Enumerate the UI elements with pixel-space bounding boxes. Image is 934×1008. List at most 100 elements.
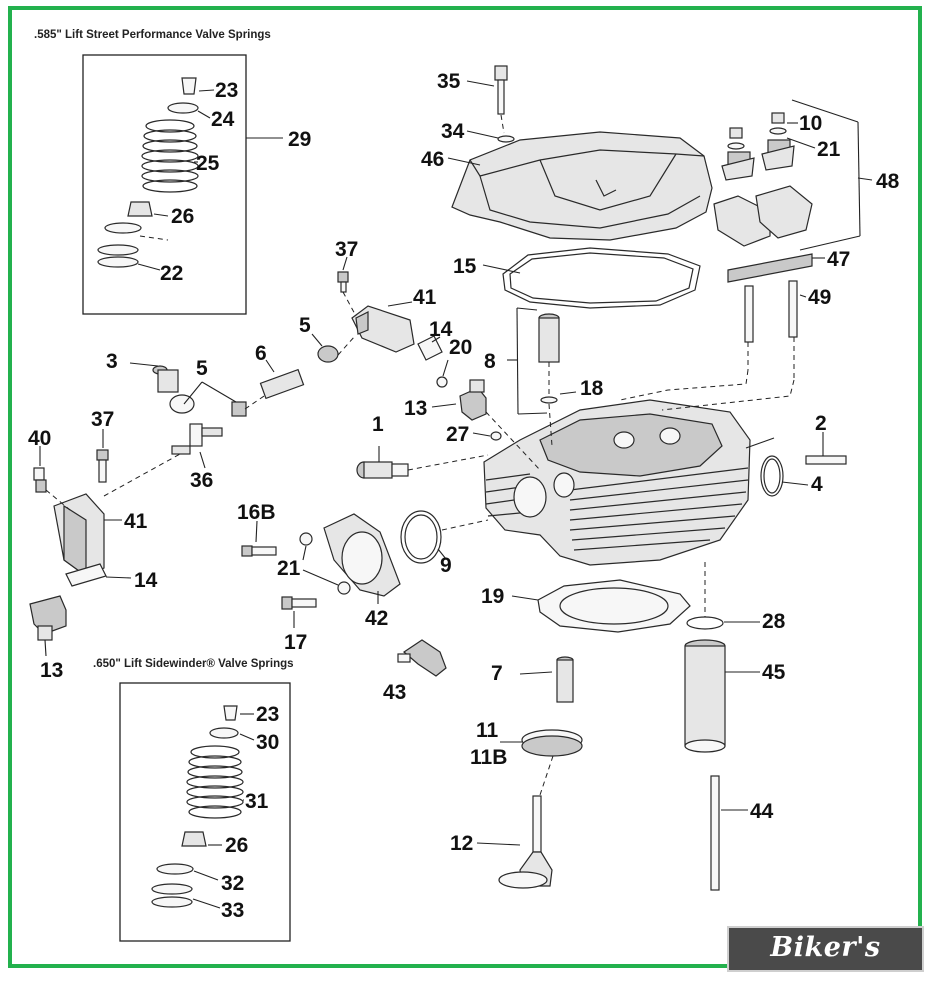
callout-20: 20 (449, 336, 472, 359)
callout-23-sw: 23 (256, 703, 279, 726)
rocker-stud-left (744, 285, 754, 343)
gasket-14-left (65, 563, 107, 587)
pushrod-tube (538, 313, 560, 404)
sensor-upper (459, 379, 487, 421)
manifold-41-left (53, 493, 105, 578)
callout-36: 36 (190, 469, 213, 492)
callout-46: 46 (421, 148, 444, 171)
screw-37-left (96, 449, 109, 483)
stud-1 (356, 461, 409, 479)
callout-2: 2 (815, 412, 827, 435)
street-kit-box (82, 54, 247, 315)
fitting-43 (397, 639, 447, 677)
cover-washer (497, 135, 515, 143)
pushrod-cover-45 (684, 639, 726, 753)
bolt-17 (281, 596, 317, 610)
callout-1: 1 (372, 413, 384, 436)
hose-6 (259, 368, 305, 400)
callout-45: 45 (762, 661, 786, 684)
callout-30: 30 (256, 731, 279, 754)
washer-21a (299, 532, 313, 546)
callout-37-left: 37 (91, 408, 114, 431)
o-ring-28 (686, 616, 724, 630)
callout-40: 40 (28, 427, 51, 450)
callout-23: 23 (215, 79, 238, 102)
screw-37-upper (337, 271, 349, 293)
street-kit-title: .585" Lift Street Performance Valve Spri… (34, 29, 271, 41)
washer-21b (337, 581, 351, 595)
callout-43: 43 (383, 681, 406, 704)
valve-spring (141, 119, 199, 193)
callout-8: 8 (484, 350, 496, 373)
callout-26: 26 (171, 205, 194, 228)
sidewinder-kit-parts (151, 705, 255, 909)
sidewinder-kit-title: .650" Lift Sidewinder® Valve Springs (93, 658, 294, 670)
intake-flange-42 (323, 513, 401, 597)
valve-seat-11 (521, 729, 583, 757)
callout-10: 10 (799, 112, 822, 135)
callout-11: 11 (476, 719, 499, 742)
store-watermark: Biker's Store (727, 926, 924, 1003)
manifold-41-upper (351, 305, 415, 353)
callout-31: 31 (245, 790, 269, 813)
sidewinder-kit-box (119, 682, 291, 942)
street-kit-parts (97, 77, 215, 271)
spring-retainer (167, 102, 199, 114)
callout-12: 12 (450, 832, 473, 855)
exploded-parts-diagram: .585" Lift Street Performance Valve Spri… (28, 29, 900, 942)
callout-24: 24 (211, 108, 235, 131)
rocker-shaft-support (727, 253, 813, 283)
cover-gasket (502, 247, 701, 309)
callout-27: 27 (446, 423, 469, 446)
bolt-16b (241, 545, 277, 557)
callout-15: 15 (453, 255, 477, 278)
callout-14-upper: 14 (429, 318, 453, 341)
injector-13-left (29, 595, 67, 641)
gasket-14-upper (417, 335, 443, 361)
callout-48: 48 (876, 170, 900, 193)
callout-6: 6 (255, 342, 267, 365)
callout-7: 7 (491, 662, 503, 685)
callout-29: 29 (288, 128, 311, 151)
valve-guide-7 (556, 656, 574, 703)
callout-47: 47 (827, 248, 850, 271)
fitting-36 (171, 401, 247, 455)
callout-49: 49 (808, 286, 831, 309)
spring-seat (104, 222, 142, 234)
callout-18: 18 (580, 377, 604, 400)
callout-33: 33 (221, 899, 244, 922)
callout-5-left: 5 (196, 357, 208, 380)
callout-14-left: 14 (134, 569, 158, 592)
callout-21-intake: 21 (277, 557, 301, 580)
callout-37-upper: 37 (335, 238, 358, 261)
callout-26-sw: 26 (225, 834, 248, 857)
callout-41-upper: 41 (413, 286, 437, 309)
callout-28: 28 (762, 610, 786, 633)
stud-2 (805, 455, 847, 465)
callout-22: 22 (160, 262, 183, 285)
sensor-40 (33, 467, 47, 493)
callout-35: 35 (437, 70, 461, 93)
valve-12 (498, 795, 553, 889)
vent-3 (152, 365, 195, 414)
rocker-arm-assembly (713, 112, 813, 343)
rocker-stud-right (788, 280, 798, 338)
callout-21: 21 (817, 138, 841, 161)
callout-25: 25 (196, 152, 220, 175)
callout-44: 44 (750, 800, 774, 823)
callout-17: 17 (284, 631, 307, 654)
callout-4: 4 (811, 473, 823, 496)
callout-11b: 11B (470, 746, 507, 769)
diagram-frame (8, 6, 922, 968)
callout-42: 42 (365, 607, 388, 630)
callout-5-right: 5 (299, 314, 311, 337)
callout-13-left: 13 (40, 659, 63, 682)
callout-16b: 16B (237, 501, 276, 524)
o-ring-4 (760, 455, 784, 497)
callout-41-left: 41 (124, 510, 148, 533)
callout-19: 19 (481, 585, 504, 608)
callout-3: 3 (106, 350, 118, 373)
store-watermark-text: Biker's Store (770, 932, 881, 1003)
rocker-cover (451, 131, 713, 241)
pushrod-44 (710, 775, 720, 891)
